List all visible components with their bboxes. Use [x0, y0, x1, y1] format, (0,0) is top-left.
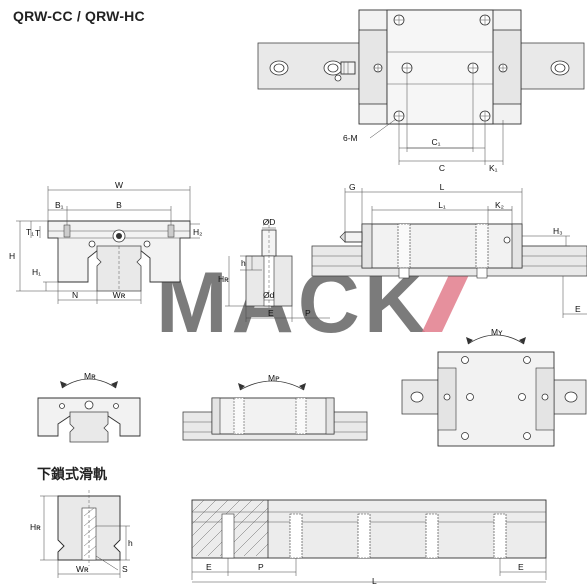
label-od: ØD [263, 217, 276, 227]
label-e2: E [518, 562, 524, 572]
front-view: W B₁ B H T₁ T H₁ H₂ N [9, 180, 202, 304]
moment-arrow-mr-icon [61, 378, 117, 389]
bottom-rail-section: Hʀ h Wʀ S [30, 490, 133, 578]
label-e-rail: E [268, 308, 274, 318]
label-mr: Mʀ [84, 371, 96, 381]
side-hole-icon [503, 236, 511, 244]
label-e1: E [206, 562, 212, 572]
mounting-holes [373, 14, 508, 122]
rail-hole-inner-icon [327, 63, 339, 73]
label-h: H [9, 251, 15, 261]
label-g: G [349, 182, 356, 192]
label-t: T [35, 228, 40, 238]
label-b: B [116, 200, 122, 210]
label-hr: Hʀ [218, 274, 229, 284]
watermark-accent [422, 262, 475, 332]
block-bolt-right [475, 223, 489, 269]
top-view: 6-M C₁ C K₁ [257, 9, 585, 173]
label-s: S [122, 564, 128, 574]
grease-port-inner-icon [116, 233, 122, 239]
label-h3: H₃ [553, 226, 563, 236]
moment-mr-view: Mʀ [37, 371, 141, 443]
label-c1: C₁ [431, 137, 440, 147]
section-title: 下鎖式滑軌 [37, 466, 107, 482]
label-hr-bottom: Hʀ [30, 522, 41, 532]
grease-nipple-side-icon [339, 231, 363, 243]
label-l: L [440, 182, 445, 192]
moment-my-view: Mʏ [401, 327, 587, 447]
label-h1: H₁ [32, 267, 41, 277]
label-k2: K₂ [495, 200, 504, 210]
label-k1: K₁ [489, 163, 498, 173]
label-l1: L₁ [438, 200, 446, 210]
rail-hole-inner-icon [273, 63, 285, 73]
ball-icon [88, 240, 96, 248]
label-l-bottom: L [372, 576, 377, 585]
label-h-bottom: h [128, 538, 133, 548]
side-view: G L L₁ K₂ H₃ E [311, 182, 587, 318]
block-bolt-left [397, 223, 411, 269]
label-h2: H₂ [193, 227, 202, 237]
label-6m: 6-M [343, 133, 358, 143]
moment-mp-view: Mᴘ [182, 373, 368, 441]
label-c: C [439, 163, 445, 173]
label-p-rail: P [305, 308, 311, 318]
bottom-rail-side: E P E L [191, 499, 547, 585]
label-mp: Mᴘ [268, 373, 280, 383]
end-seal-left [358, 29, 388, 105]
label-n: N [72, 290, 78, 300]
label-wr: Wʀ [113, 290, 126, 300]
side-block [361, 223, 523, 269]
label-wr-bottom: Wʀ [76, 564, 89, 574]
label-h-rail: h [241, 258, 246, 268]
label-od-small: Ød [263, 290, 275, 300]
ball-icon [143, 240, 151, 248]
grease-nipple-icon [334, 61, 356, 82]
moment-arrow-mp-icon [239, 380, 305, 391]
label-p-bottom: P [258, 562, 264, 572]
label-b1: B₁ [55, 200, 64, 210]
rail-section-view: ØD h Hʀ Ød E P [218, 217, 330, 322]
rail-hole-inner-icon [554, 63, 566, 73]
label-my: Mʏ [491, 327, 503, 337]
moment-arrow-my-icon [467, 334, 525, 345]
label-w: W [115, 180, 123, 190]
page-title: QRW-CC / QRW-HC [13, 8, 145, 24]
label-e-side: E [575, 304, 581, 314]
label-t1: T₁ [26, 227, 34, 237]
